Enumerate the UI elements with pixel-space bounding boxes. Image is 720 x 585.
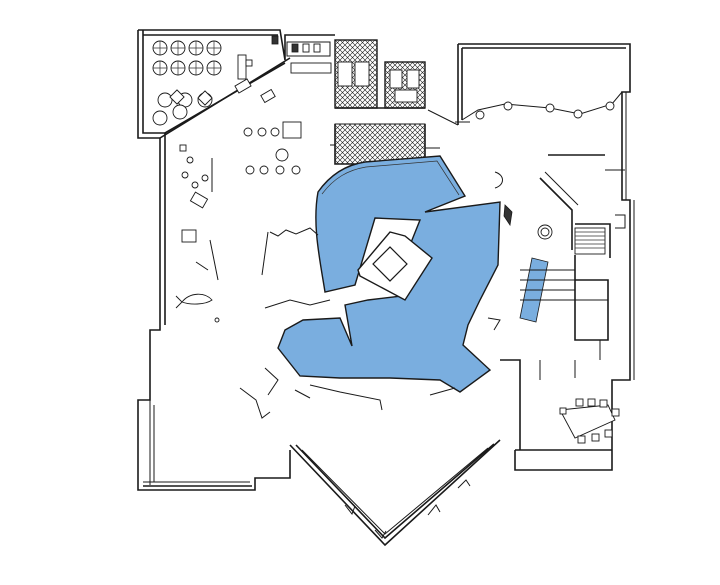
stairs [574, 223, 611, 258]
lap-lanes [519, 255, 609, 341]
island [357, 231, 433, 301]
building-outline [137, 29, 635, 547]
restrooms [286, 39, 426, 109]
interior-walls-right [427, 91, 626, 451]
conference-table [559, 398, 620, 444]
umbrella-tables [152, 40, 222, 126]
lounge-seating [175, 35, 302, 323]
interior-walls-center [239, 144, 501, 419]
entrance-doors [344, 479, 471, 539]
main-pool [277, 155, 501, 393]
